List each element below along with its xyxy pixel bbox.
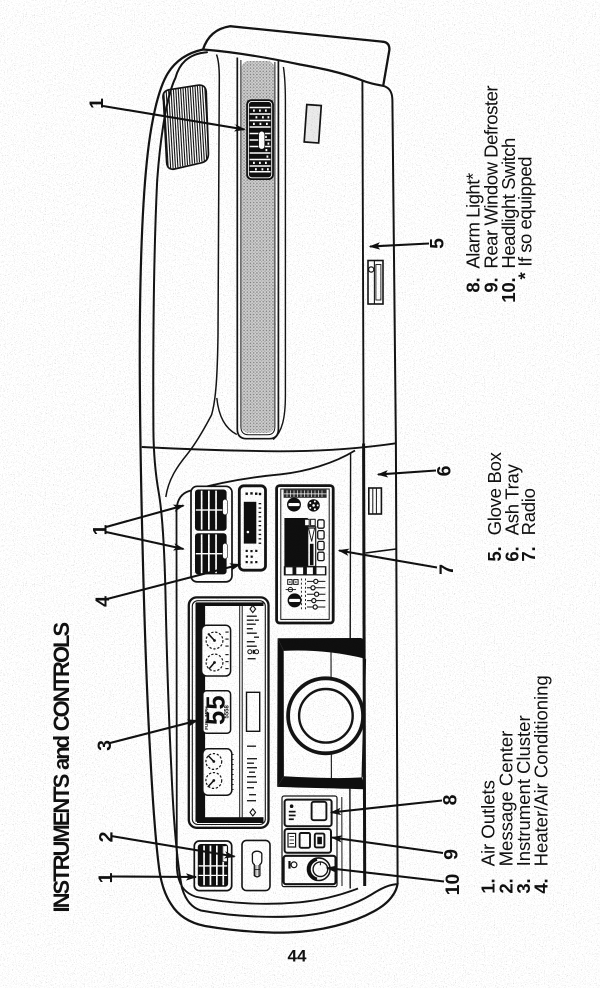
svg-text:44: 44	[288, 947, 307, 966]
